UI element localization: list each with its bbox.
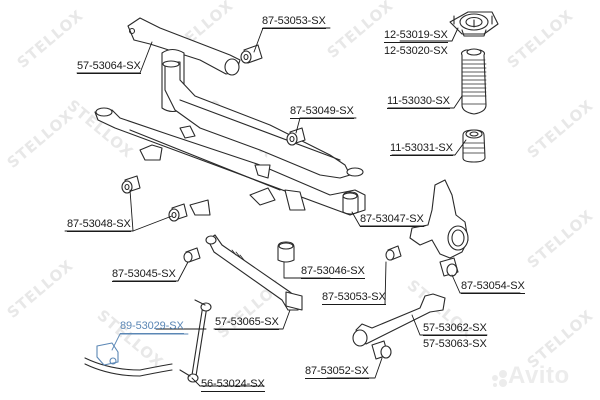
part-label-89-53029-SX[interactable]: 89-53029-SX (120, 320, 184, 334)
part-label-11-53031-SX[interactable]: 11-53031-SX (390, 142, 453, 156)
part-label-57-53062-SX[interactable]: 57-53062-SX (423, 322, 487, 336)
subframe-part (94, 60, 366, 216)
avito-watermark: Avito (508, 362, 570, 389)
bushing-87-53049 (286, 127, 306, 146)
bushing-part (240, 44, 263, 64)
bushing-87-53048-a (121, 175, 141, 194)
bushing-87-53046 (277, 241, 295, 263)
bushing-87-53054 (439, 257, 459, 277)
part-label-87-53053-SX-lower[interactable]: 87-53053-SX (322, 291, 386, 305)
highlight-leader (111, 333, 121, 351)
part-label-87-53054-SX[interactable]: 87-53054-SX (461, 280, 525, 294)
dust-boot-part (460, 48, 487, 115)
part-label-87-53045-SX[interactable]: 87-53045-SX (112, 268, 176, 282)
lower-arm-part (352, 293, 446, 347)
bushing-87-53053-lower (385, 245, 402, 261)
leader-line (191, 377, 201, 387)
part-label-87-53049-SX[interactable]: 87-53049-SX (290, 105, 354, 119)
part-label-57-53065-SX[interactable]: 57-53065-SX (215, 316, 279, 330)
part-label-11-53030-SX[interactable]: 11-53030-SX (387, 95, 450, 109)
avito-logo-icon (492, 370, 507, 387)
part-label-87-53053-SX[interactable]: 87-53053-SX (262, 15, 326, 29)
lateral-link-part (205, 234, 303, 311)
strut-mount-part (449, 11, 499, 37)
stabilizer-bushing-89-53029 (96, 342, 119, 366)
part-label-12-53019-SX[interactable]: 12-53019-SX (384, 29, 448, 43)
part-label-56-53024-SX[interactable]: 56-53024-SX (201, 378, 265, 392)
part-label-87-53052-SX[interactable]: 87-53052-SX (305, 365, 369, 379)
part-label-87-53048-SX[interactable]: 87-53048-SX (67, 218, 131, 232)
bump-stop-part (462, 129, 486, 163)
stabilizer-bar-part (84, 357, 173, 377)
part-label-57-53063-SX[interactable]: 57-53063-SX (423, 338, 487, 350)
bushing-87-53045 (183, 247, 201, 263)
part-label-12-53020-SX[interactable]: 12-53020-SX (384, 45, 448, 57)
part-label-87-53046-SX[interactable]: 87-53046-SX (301, 265, 365, 279)
bushing-87-53047 (342, 191, 359, 215)
stabilizer-link-part (179, 299, 212, 383)
bushing-87-53052 (371, 340, 392, 360)
upper-control-arm-part (127, 17, 241, 76)
bushing-87-53048-b (168, 203, 188, 222)
part-label-87-53047-SX[interactable]: 87-53047-SX (360, 213, 424, 227)
part-label-57-53064-SX[interactable]: 57-53064-SX (77, 60, 141, 74)
